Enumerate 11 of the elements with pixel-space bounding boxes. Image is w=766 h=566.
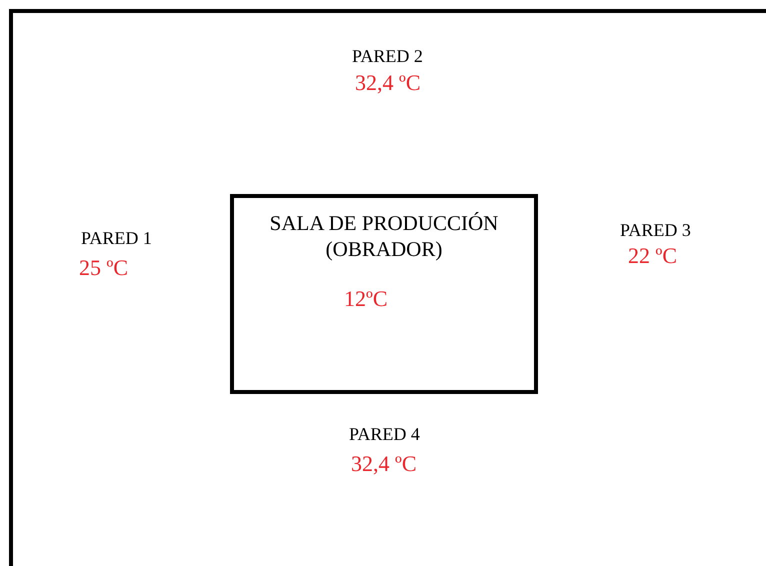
room-name: SALA DE PRODUCCIÓN (OBRADOR) [268, 210, 500, 262]
wall-label: PARED 3 [620, 220, 691, 241]
temperature-value: 22 ºC [628, 243, 677, 269]
temperature-value: 12ºC [344, 286, 388, 312]
temperature-value: 32,4 ºC [351, 451, 416, 477]
room-box [230, 194, 538, 394]
wall-label: PARED 1 [81, 228, 152, 249]
wall-label: PARED 2 [352, 46, 423, 67]
wall-label: PARED 4 [349, 424, 420, 445]
temperature-value: 25 ºC [79, 255, 128, 281]
temperature-value: 32,4 ºC [355, 70, 420, 96]
